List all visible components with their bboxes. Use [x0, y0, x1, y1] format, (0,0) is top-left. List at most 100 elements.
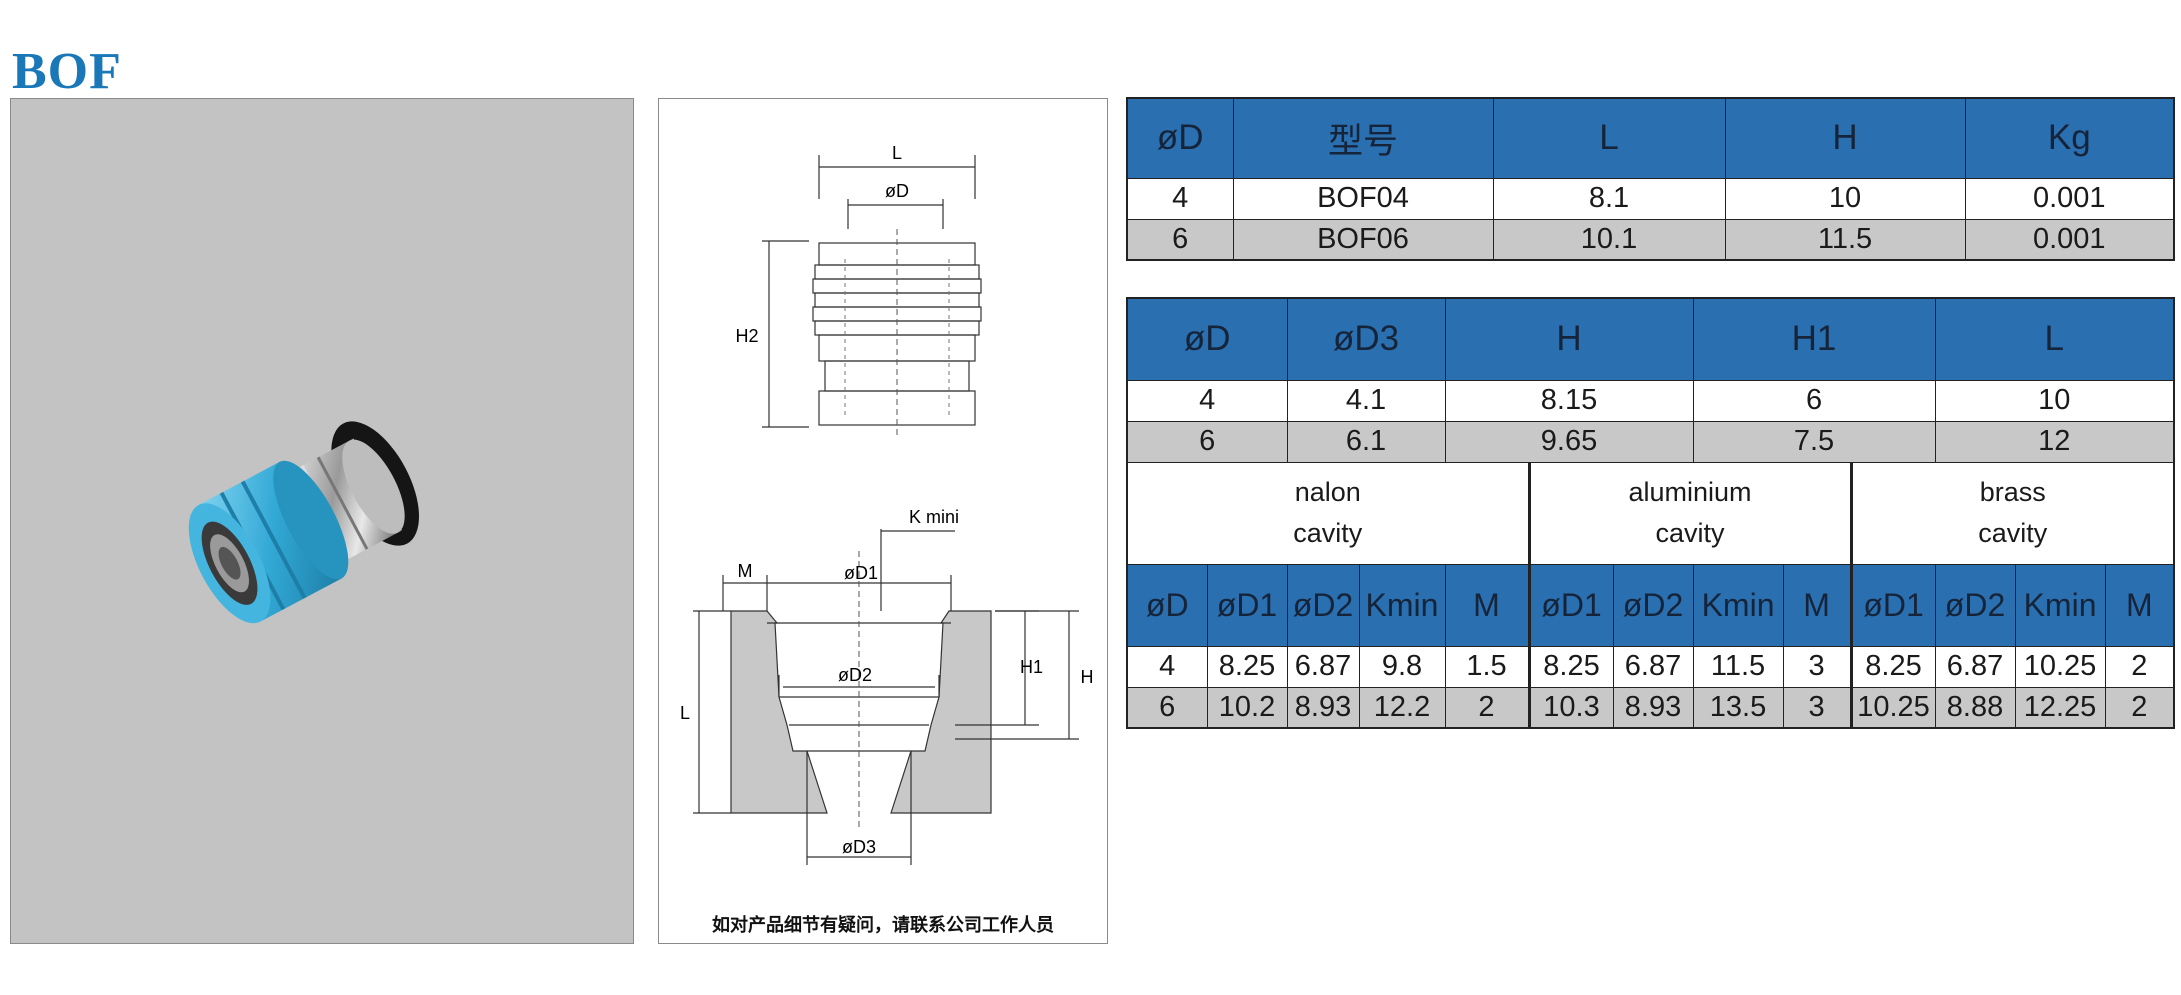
col-header: øD3 — [1286, 297, 1446, 381]
col-header: øD — [1126, 297, 1288, 381]
col-header: øD — [1126, 97, 1234, 179]
table-cell: 6 — [1692, 379, 1936, 422]
dim-label-d1: øD1 — [844, 563, 878, 583]
page-title: BOF — [12, 43, 122, 100]
table-cell: 3 — [1782, 645, 1852, 688]
table-cell: 10.25 — [1849, 686, 1936, 729]
col-header: Kg — [1964, 97, 2175, 179]
col-header: H — [1724, 97, 1966, 179]
dim-label-h2: H2 — [735, 326, 758, 346]
dim-label-l: L — [892, 143, 902, 163]
dim-label-kmini: K mini — [909, 507, 959, 527]
product-photo — [10, 98, 634, 944]
cavity-type-row: nalon cavity aluminium cavity brass cavi… — [1126, 461, 2175, 565]
table-cell: 8.93 — [1612, 686, 1694, 729]
dim-label-d: øD — [885, 181, 909, 201]
table-cell: 11.5 — [1692, 645, 1784, 688]
dim-label-l2: L — [680, 703, 690, 723]
table-row: 4 4.1 8.15 6 10 — [1126, 379, 2175, 422]
cavity-type-nalon: nalon cavity — [1126, 461, 1530, 565]
dim-label-d3: øD3 — [842, 837, 876, 857]
fitting-illustration — [188, 421, 419, 624]
dimension-drawing: L øD H2 — [680, 143, 1094, 865]
col-header: M — [2104, 563, 2175, 647]
table-cell: 8.25 — [1206, 645, 1288, 688]
table-cell: 12.2 — [1358, 686, 1446, 729]
cavity-type-line: cavity — [1978, 518, 2048, 548]
table-cell: 3 — [1782, 686, 1852, 729]
table-cell: 6 — [1126, 218, 1234, 261]
table-cell: 8.25 — [1849, 645, 1936, 688]
col-header: M — [1782, 563, 1852, 647]
table-cell: 10 — [1934, 379, 2175, 422]
table-cell: 6 — [1126, 686, 1208, 729]
col-header: L — [1492, 97, 1726, 179]
table-row: 4 8.25 6.87 9.8 1.5 8.25 6.87 11.5 3 8.2… — [1126, 645, 2175, 688]
col-header: H1 — [1692, 297, 1936, 381]
col-header: øD2 — [1286, 563, 1360, 647]
table-cell: BOF04 — [1232, 177, 1494, 220]
cavity-type-brass: brass cavity — [1849, 461, 2175, 565]
table-cell: BOF06 — [1232, 218, 1494, 261]
table-cell: 8.15 — [1444, 379, 1694, 422]
col-header: Kmin — [1358, 563, 1446, 647]
table-cell: 4 — [1126, 379, 1288, 422]
col-header: H — [1444, 297, 1694, 381]
table-cell: 13.5 — [1692, 686, 1784, 729]
table-cell: 10.25 — [2014, 645, 2106, 688]
table-cell: 6.87 — [1286, 645, 1360, 688]
cavity-header-row: øD øD1 øD2 Kmin M øD1 øD2 Kmin M øD1 øD2… — [1126, 563, 2175, 647]
table-cell: 2 — [2104, 645, 2175, 688]
table-cell: 8.25 — [1527, 645, 1614, 688]
table-cell: 0.001 — [1964, 177, 2175, 220]
table-cell: 12.25 — [2014, 686, 2106, 729]
table-cell: 8.93 — [1286, 686, 1360, 729]
table-row: 6 6.1 9.65 7.5 12 — [1126, 420, 2175, 463]
table-cell: 2 — [1444, 686, 1530, 729]
spec-table-models: øD 型号 L H Kg 4 BOF04 8.1 10 0.001 6 BOF0… — [1126, 97, 2175, 261]
table-cell: 6.1 — [1286, 420, 1446, 463]
table-cell: 4 — [1126, 645, 1208, 688]
cavity-type-line: nalon — [1294, 477, 1361, 507]
col-header: L — [1934, 297, 2175, 381]
table-cell: 6.87 — [1612, 645, 1694, 688]
table-cell: 8.88 — [1934, 686, 2016, 729]
table-cell: 4 — [1126, 177, 1234, 220]
table-header-row: øD øD3 H H1 L — [1126, 297, 2175, 381]
technical-drawing: L øD H2 — [658, 98, 1108, 944]
col-header: øD1 — [1206, 563, 1288, 647]
table-row: 6 10.2 8.93 12.2 2 10.3 8.93 13.5 3 10.2… — [1126, 686, 2175, 729]
table-row: 6 BOF06 10.1 11.5 0.001 — [1126, 218, 2175, 261]
col-header: M — [1444, 563, 1530, 647]
table-cell: 6 — [1126, 420, 1288, 463]
table-cell: 7.5 — [1692, 420, 1936, 463]
table-cell: 2 — [2104, 686, 2175, 729]
table-cell: 6.87 — [1934, 645, 2016, 688]
col-header: øD1 — [1849, 563, 1936, 647]
table-header-row: øD 型号 L H Kg — [1126, 97, 2175, 179]
col-header: øD — [1126, 563, 1208, 647]
table-cell: 12 — [1934, 420, 2175, 463]
dim-label-d2: øD2 — [838, 665, 872, 685]
contact-note: 如对产品细节有疑问，请联系公司工作人员 — [712, 915, 1054, 936]
col-header: øD1 — [1527, 563, 1614, 647]
table-row: 4 BOF04 8.1 10 0.001 — [1126, 177, 2175, 220]
dim-label-m: M — [738, 561, 753, 581]
col-header: øD2 — [1612, 563, 1694, 647]
col-header: øD2 — [1934, 563, 2016, 647]
table-cell: 4.1 — [1286, 379, 1446, 422]
cavity-type-line: cavity — [1293, 518, 1363, 548]
dim-label-h1: H1 — [1020, 657, 1043, 677]
table-cell: 9.8 — [1358, 645, 1446, 688]
col-header: 型号 — [1232, 97, 1494, 179]
table-cell: 10.1 — [1492, 218, 1726, 261]
col-header: Kmin — [1692, 563, 1784, 647]
table-cell: 10.2 — [1206, 686, 1288, 729]
cavity-type-line: brass — [1979, 477, 2046, 507]
table-cell: 9.65 — [1444, 420, 1694, 463]
table-cell: 8.1 — [1492, 177, 1726, 220]
table-cell: 1.5 — [1444, 645, 1530, 688]
dim-label-h: H — [1081, 667, 1094, 687]
table-cell: 10.3 — [1527, 686, 1614, 729]
table-cell: 11.5 — [1724, 218, 1966, 261]
